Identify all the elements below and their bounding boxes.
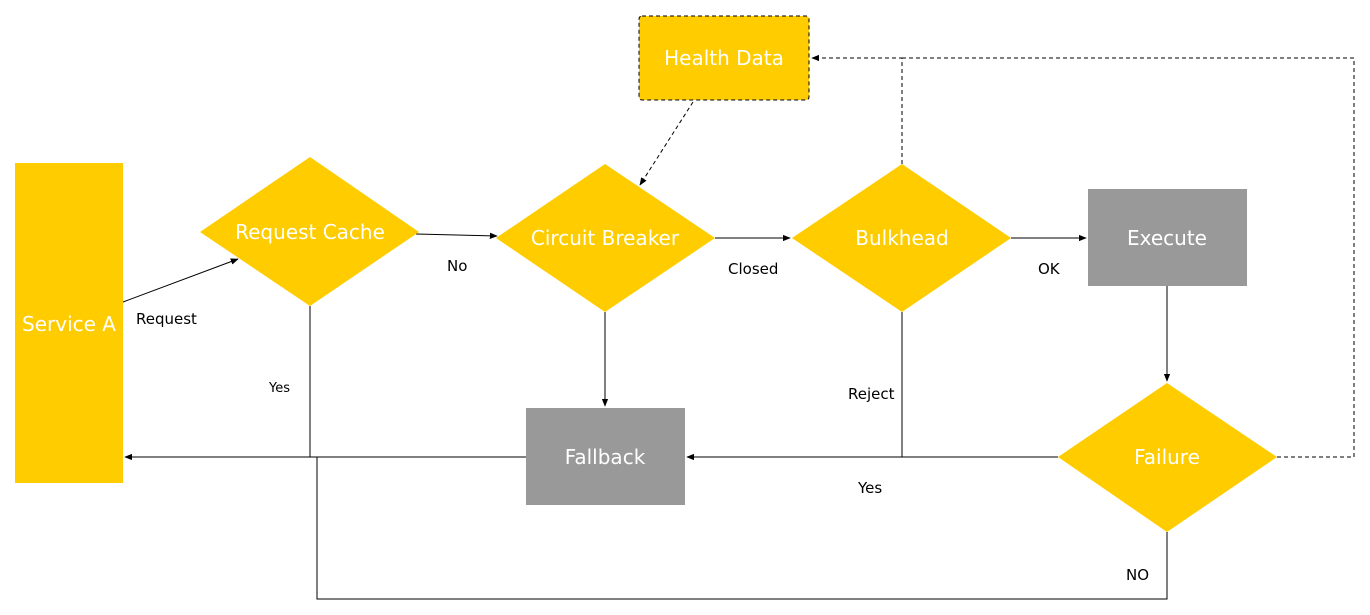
edge-label-reject: Reject: [848, 385, 895, 403]
request-cache-shape: [200, 157, 419, 306]
edge-failure-no: [316, 457, 1168, 600]
circuit-breaker-shape: [496, 164, 715, 312]
edge-label-ok: OK: [1038, 260, 1061, 278]
edge-health-breaker: [639, 101, 694, 186]
edge-label-closed: Closed: [728, 260, 778, 278]
circuit-breaker-label: Circuit Breaker: [531, 226, 680, 250]
service-a-shape: [15, 163, 123, 483]
circuit-breaker-node: Circuit Breaker: [496, 164, 715, 312]
bulkhead-shape: [792, 164, 1011, 312]
service-a-node: Service A: [15, 163, 123, 483]
edge-label-failure-yes: Yes: [857, 479, 882, 497]
edge-bulkhead-health: [811, 54, 903, 164]
service-a-label: Service A: [22, 312, 116, 336]
fallback-shape: [526, 408, 685, 505]
edge-label-cache-yes: Yes: [268, 381, 290, 396]
execute-node: Execute: [1088, 189, 1247, 286]
health-data-shape: [638, 15, 810, 101]
edge-request: [122, 258, 239, 303]
edge-label-request: Request: [136, 310, 197, 328]
health-data-label: Health Data: [664, 46, 784, 70]
edge-label-failure-no: NO: [1126, 566, 1149, 584]
execute-shape: [1088, 189, 1247, 286]
edge-failure-health: [902, 57, 1355, 458]
failure-node: Failure: [1058, 383, 1277, 532]
fallback-label: Fallback: [565, 445, 646, 469]
failure-label: Failure: [1134, 445, 1200, 469]
edge-cache-no: [415, 232, 498, 240]
failure-shape: [1058, 383, 1277, 532]
health-data-node: Health Data: [638, 15, 810, 101]
request-cache-node: Request Cache: [200, 157, 419, 306]
bulkhead-label: Bulkhead: [855, 226, 948, 250]
bulkhead-node: Bulkhead: [792, 164, 1011, 312]
execute-label: Execute: [1127, 226, 1207, 250]
request-cache-label: Request Cache: [235, 220, 385, 244]
fallback-node: Fallback: [526, 408, 685, 505]
edge-label-cache-no: No: [447, 257, 467, 275]
